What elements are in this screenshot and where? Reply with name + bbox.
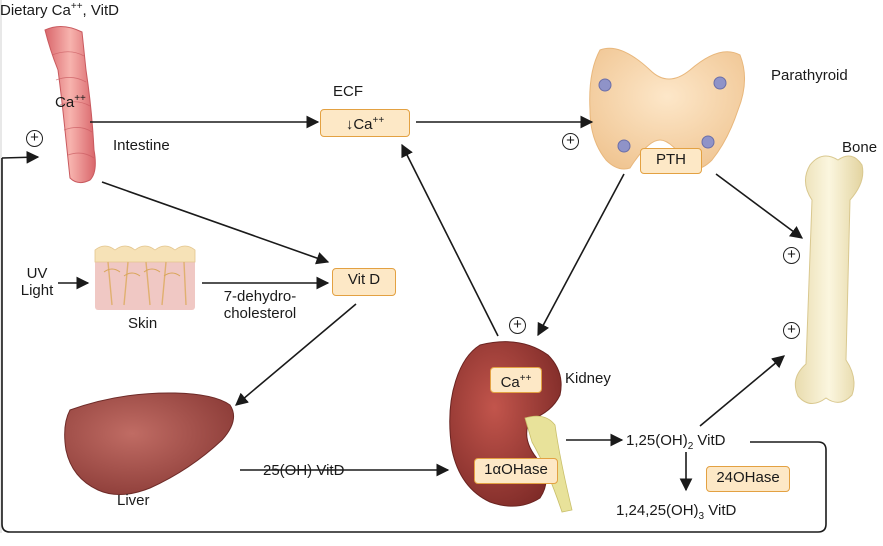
feedback-loop-line — [1, 158, 827, 533]
plus-intestine: + — [26, 130, 43, 147]
plus-kidney: + — [509, 317, 526, 334]
arrow-dihydroxy-to-bone — [699, 355, 785, 427]
trihydroxy-vitd-label: 1,24,25(OH)3 VitD — [616, 502, 737, 522]
bone-label: Bone — [842, 139, 878, 156]
intestine-ca-label: Ca++ — [55, 93, 86, 111]
plus-bone-lower: + — [783, 322, 800, 339]
pth-box: PTH — [640, 148, 702, 174]
hydroxylase-24-box: 24OHase — [706, 466, 790, 492]
kidney-label: Kidney — [565, 370, 611, 387]
parathyroid-illustration — [589, 47, 745, 170]
arrow-pth-to-kidney — [537, 173, 625, 337]
skin-label: Skin — [128, 315, 158, 332]
skin-illustration — [94, 245, 196, 310]
oh25-vitd-label: 25(OH) VitD — [263, 462, 345, 479]
arrow-pth-to-bone — [715, 173, 804, 239]
vitd-box: Vit D — [332, 268, 396, 296]
dietary-label: Dietary Ca++, VitD — [0, 1, 119, 19]
bone-illustration — [794, 155, 864, 404]
kidney-calcium-box: Ca++ — [490, 367, 542, 393]
dihydroxy-vitd-label: 1,25(OH)2 VitD — [626, 432, 726, 452]
liver-label: Liver — [117, 492, 150, 509]
ecf-label: ECF — [333, 83, 363, 100]
ecf-calcium-box: ↓Ca++ — [320, 109, 410, 137]
uv-light-label: UV Light — [20, 265, 54, 299]
plus-parathyroid: + — [562, 133, 579, 150]
arrow-external-to-intestine — [1, 150, 40, 164]
arrow-intestine-to-vitd — [101, 181, 330, 265]
parathyroid-label: Parathyroid — [771, 67, 848, 84]
intestine-illustration — [44, 26, 96, 184]
arrow-kidney-to-ecf — [401, 143, 499, 337]
plus-bone-upper: + — [783, 247, 800, 264]
liver-illustration — [64, 392, 235, 495]
alpha-hydroxylase-box: 1αOHase — [474, 458, 558, 484]
intestine-label: Intestine — [113, 137, 170, 154]
arrow-vitd-to-liver — [235, 303, 357, 406]
dehydrocholesterol-label: 7-dehydro- cholesterol — [223, 288, 297, 322]
